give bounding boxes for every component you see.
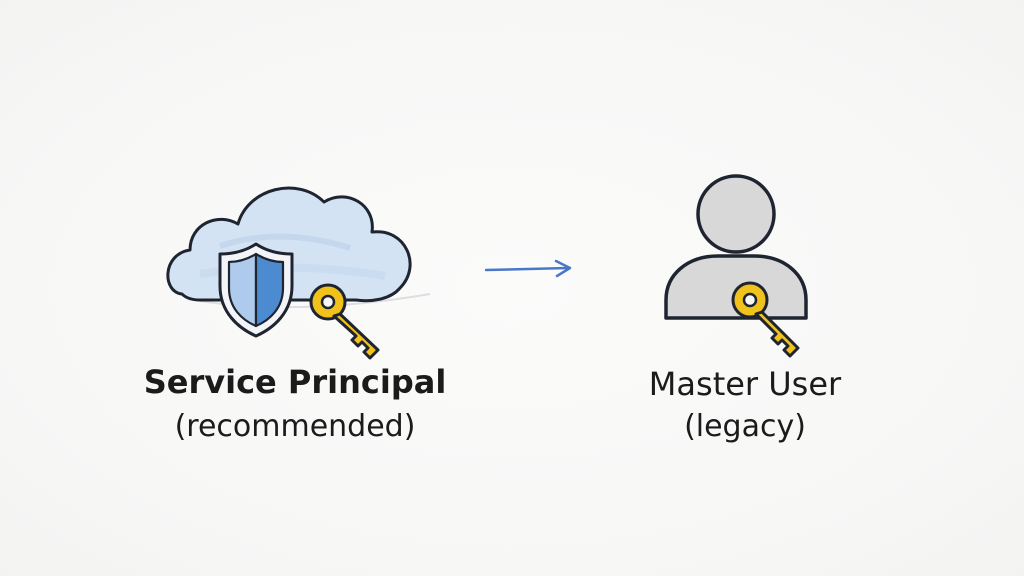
service-principal-subtitle: (recommended) (174, 409, 416, 444)
master-user-title: Master User (648, 365, 842, 403)
service-principal-title: Service Principal (143, 363, 447, 401)
user-icon (664, 174, 808, 320)
shield-icon (218, 242, 294, 338)
key-icon (731, 281, 800, 358)
arrow-right-icon (484, 259, 572, 278)
key-icon (309, 283, 380, 360)
cloud-icon (166, 186, 431, 309)
master-user-subtitle: (legacy) (684, 409, 806, 444)
